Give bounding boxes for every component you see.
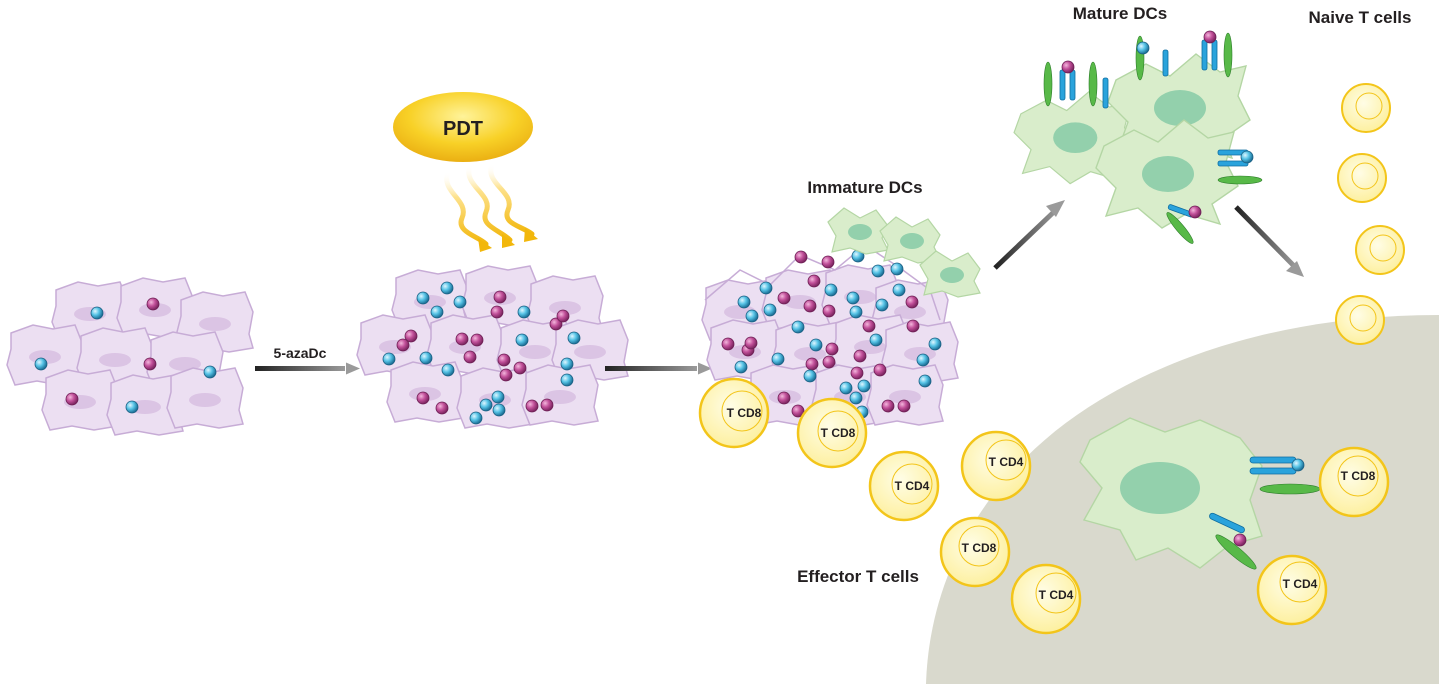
t-cell-label: T CD4	[989, 455, 1024, 469]
effector-t-cells-label: Effector T cells	[797, 567, 919, 586]
t-cell-cd8-3: T CD8	[939, 516, 1011, 588]
pdt-label: PDT	[443, 118, 483, 140]
tumor-cluster-treated	[356, 265, 629, 429]
t-cell-label: T CD8	[821, 426, 856, 440]
lymph-node-dc	[1079, 417, 1321, 570]
t-cell-cd4-2: T CD4	[960, 430, 1032, 502]
naive-t-cells	[1335, 83, 1405, 345]
arrow-to-lymph-node	[1234, 205, 1304, 277]
t-cell-label: T CD8	[1341, 469, 1376, 483]
treatment-arrow-1: 5-azaDc	[255, 345, 360, 375]
arrow-to-mature	[993, 200, 1065, 270]
cyan-antigen	[34, 357, 48, 371]
cyan-antigen	[125, 400, 139, 414]
cyan-antigen	[203, 365, 217, 379]
pdt-source: PDT	[393, 92, 533, 162]
drug-label: 5-azaDc	[274, 345, 327, 361]
pdt-light-rays	[444, 161, 538, 252]
t-cell-label: T CD8	[962, 541, 997, 555]
t-cell-label: T CD8	[727, 406, 762, 420]
t-cell-cd8-2: T CD8	[796, 397, 868, 469]
tumor-cluster-dying	[701, 244, 959, 426]
t-cell-cd4-3: T CD4	[1010, 563, 1082, 635]
t-cell-label: T CD4	[1283, 577, 1318, 591]
immature-dcs-label: Immature DCs	[807, 178, 922, 197]
cyan-antigen	[90, 306, 104, 320]
t-cell-label: T CD4	[1039, 588, 1074, 602]
magenta-antigen	[146, 297, 160, 311]
t-cell-cd8-ln: T CD8	[1318, 446, 1390, 518]
arrow-to-immunogenic	[605, 362, 712, 375]
naive-t-cells-label: Naive T cells	[1308, 8, 1411, 27]
mature-dc-group	[1013, 30, 1263, 244]
t-cell-cd8-1: T CD8	[698, 377, 770, 449]
magenta-antigen	[143, 357, 157, 371]
t-cell-label: T CD4	[895, 479, 930, 493]
t-cell-cd4-ln: T CD4	[1256, 554, 1328, 626]
tumor-cluster-untreated	[6, 277, 254, 436]
magenta-antigen	[65, 392, 79, 406]
mature-dcs-label: Mature DCs	[1073, 4, 1167, 23]
t-cell-cd4-1: T CD4	[868, 450, 940, 522]
